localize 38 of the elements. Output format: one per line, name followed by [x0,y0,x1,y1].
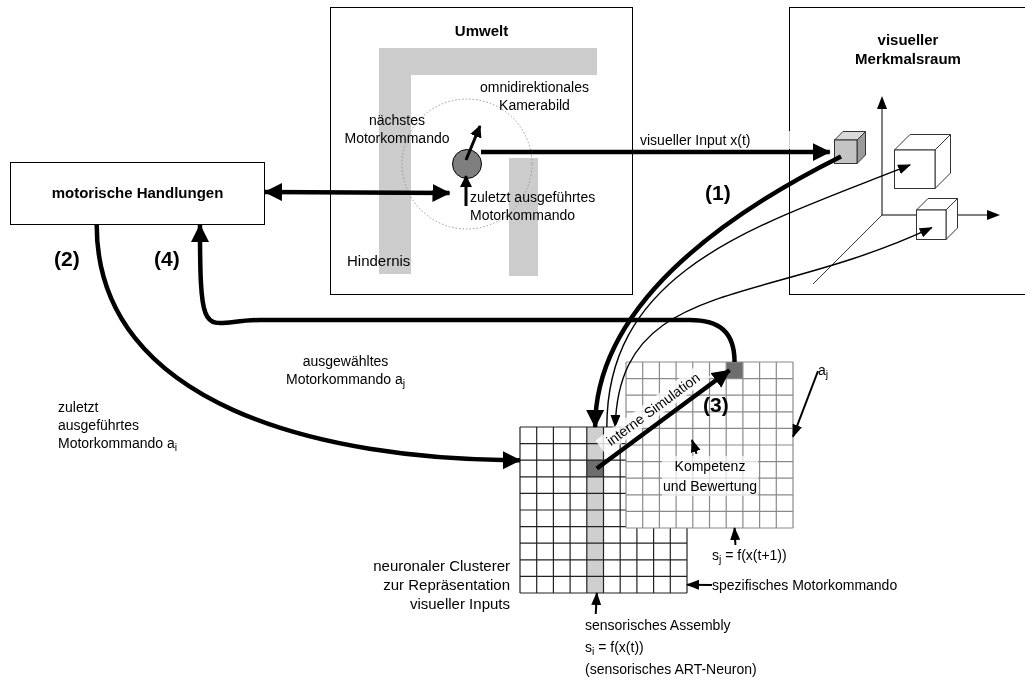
callout-number: (2) [54,250,80,268]
arrow [690,439,701,455]
annotation-text: spezifisches Motorkommando [712,575,912,596]
arrow [481,143,831,162]
cube-icon [894,134,951,189]
panel-title: Umwelt [453,21,510,40]
panel-frame [789,7,1025,295]
caption-text: neuronaler Clusterer zur Repräsentation visueller Inputs [372,556,510,613]
annotation-text: a$_{j}$ [818,360,844,381]
cube-icon [834,131,866,164]
arrow [611,226,933,428]
arrow [606,164,912,428]
arrow [587,154,843,428]
edge-label: visueller Input x(t) [640,131,790,149]
panel-title: visueller Merkmalsraum [854,30,962,68]
caption-text: nächstes Motorkommando [343,111,451,147]
arrow [191,224,737,363]
arrow [264,183,451,202]
arrow [591,592,602,615]
arrow [792,370,819,438]
caption-text: zuletzt ausgeführtes Motorkommando [470,188,597,224]
callout-number: (1) [705,184,731,202]
process-box [10,162,265,225]
edge-label: zuletzt ausgeführtes Motorkommando a$_{i}$ [58,398,178,452]
arrow [94,224,521,469]
cube-icon [916,198,958,240]
box-title: motorische Handlungen [51,183,224,204]
annotation-text: (sensorisches ART-Neuron) [585,660,757,679]
callout-number: (4) [154,250,180,268]
obstacle-label: Hindernis [347,252,411,270]
arrow [730,527,741,546]
arrow [686,579,713,590]
panel-frame [330,7,633,295]
caption-text: omnidirektionales Kamerabild [479,78,590,114]
annotation-text: sensorisches Assembly [585,616,731,635]
annotation-text: s$_{i}$ = f(x(t)) [585,638,644,658]
annotation-text: s$_{j}$ = f(x(t+1)) [712,545,842,566]
arrow [595,368,731,471]
